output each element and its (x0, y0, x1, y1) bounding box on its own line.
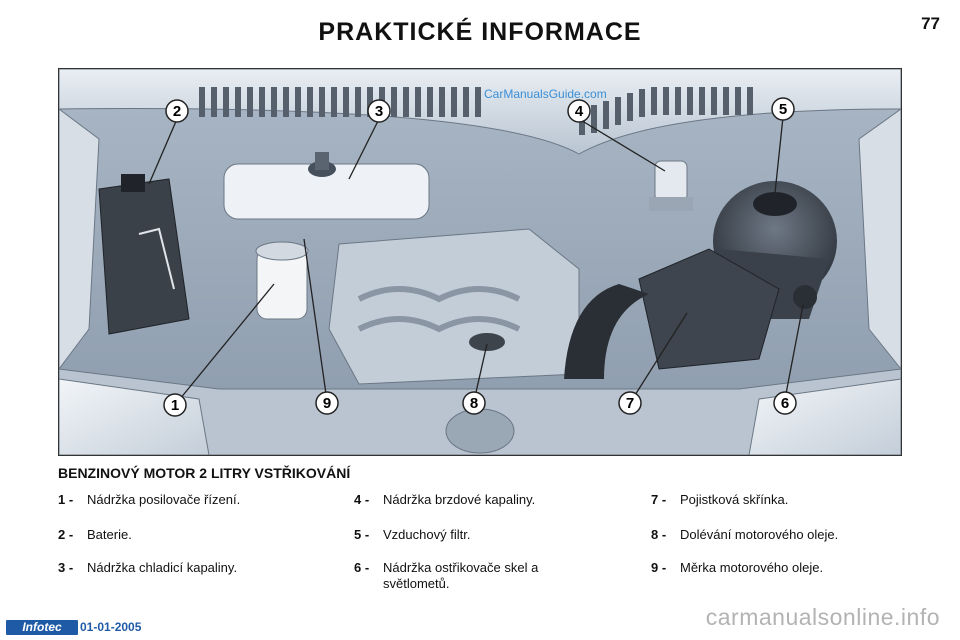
callout-2: 2 (165, 99, 189, 123)
engine-bay-illustration: 1 2 3 4 5 6 7 8 9 (58, 68, 902, 456)
legend-item-3: 3 - Nádržka chladicí kapaliny. (58, 560, 328, 580)
legend-number: 1 - (58, 492, 74, 507)
legend-number: 6 - (354, 560, 370, 575)
legend-text: Nádržka ostřikovače skel a světlometů. (383, 560, 539, 591)
legend-text: Baterie. (87, 527, 132, 542)
svg-text:8: 8 (470, 395, 478, 412)
legend-number: 8 - (651, 527, 667, 542)
callout-9: 9 (315, 391, 339, 415)
page-number: 77 (921, 14, 940, 33)
fuse-box (638, 248, 780, 370)
svg-text:9: 9 (323, 395, 331, 412)
legend-text: Vzduchový filtr. (383, 527, 471, 542)
callout-4: 4 (567, 99, 591, 123)
legend-number: 3 - (58, 560, 74, 575)
brake-reservoir (649, 160, 693, 211)
svg-text:1: 1 (171, 397, 179, 414)
washer-cap (793, 285, 817, 309)
power-steering-reservoir (255, 241, 309, 320)
publisher-badge: Infotec (6, 620, 78, 635)
legend-item-8: 8 - Dolévání motorového oleje. (651, 527, 931, 547)
legend-item-1: 1 - Nádržka posilovače řízení. (58, 492, 328, 512)
legend-text: Dolévání motorového oleje. (680, 527, 839, 542)
legend-text: Nádržka brzdové kapaliny. (383, 492, 536, 507)
callout-5: 5 (771, 97, 795, 121)
callout-7: 7 (618, 391, 642, 415)
legend-number: 2 - (58, 527, 74, 542)
section-heading: BENZINOVÝ MOTOR 2 LITRY VSTŘIKOVÁNÍ (58, 465, 351, 481)
coolant-tank (223, 152, 430, 220)
callout-1: 1 (163, 393, 187, 417)
legend-text: Nádržka chladicí kapaliny. (87, 560, 238, 575)
legend-item-5: 5 - Vzduchový filtr. (354, 527, 624, 547)
battery (98, 174, 190, 335)
svg-text:4: 4 (575, 103, 584, 120)
legend-number: 4 - (354, 492, 370, 507)
edition-date: 01-01-2005 (80, 620, 142, 634)
legend-item-4: 4 - Nádržka brzdové kapaliny. (354, 492, 624, 512)
legend-item-6: 6 - Nádržka ostřikovače skel a světlomet… (354, 560, 624, 596)
engine-block (328, 228, 580, 385)
callouts: 1 2 3 4 5 6 7 8 9 (163, 97, 797, 417)
callout-leaders (148, 116, 804, 406)
legend-text: Nádržka posilovače řízení. (87, 492, 241, 507)
svg-text:7: 7 (626, 395, 634, 412)
legend-item-2: 2 - Baterie. (58, 527, 328, 547)
left-fender (59, 108, 100, 370)
figure-watermark: CarManualsGuide.com (484, 87, 607, 101)
intake-hose (564, 284, 649, 379)
legend-item-7: 7 - Pojistková skřínka. (651, 492, 931, 512)
page-title: PRAKTICKÉ INFORMACE (318, 18, 642, 46)
legend-number: 7 - (651, 492, 667, 507)
svg-text:2: 2 (173, 103, 181, 120)
callout-3: 3 (367, 99, 391, 123)
oil-filler-cap (469, 333, 505, 351)
svg-text:6: 6 (781, 395, 789, 412)
legend-number: 5 - (354, 527, 370, 542)
legend-text: Měrka motorového oleje. (680, 560, 824, 575)
engine-bay-drawing: 1 2 3 4 5 6 7 8 9 (59, 69, 901, 455)
callout-6: 6 (773, 391, 797, 415)
right-fender (858, 108, 901, 370)
callout-8: 8 (462, 391, 486, 415)
legend-number: 9 - (651, 560, 667, 575)
svg-text:3: 3 (375, 103, 383, 120)
legend-item-9: 9 - Měrka motorového oleje. (651, 560, 931, 580)
legend-text: Pojistková skřínka. (680, 492, 789, 507)
svg-text:5: 5 (779, 101, 787, 118)
site-watermark: carmanualsonline.info (705, 604, 940, 630)
badge-emblem (445, 408, 515, 454)
